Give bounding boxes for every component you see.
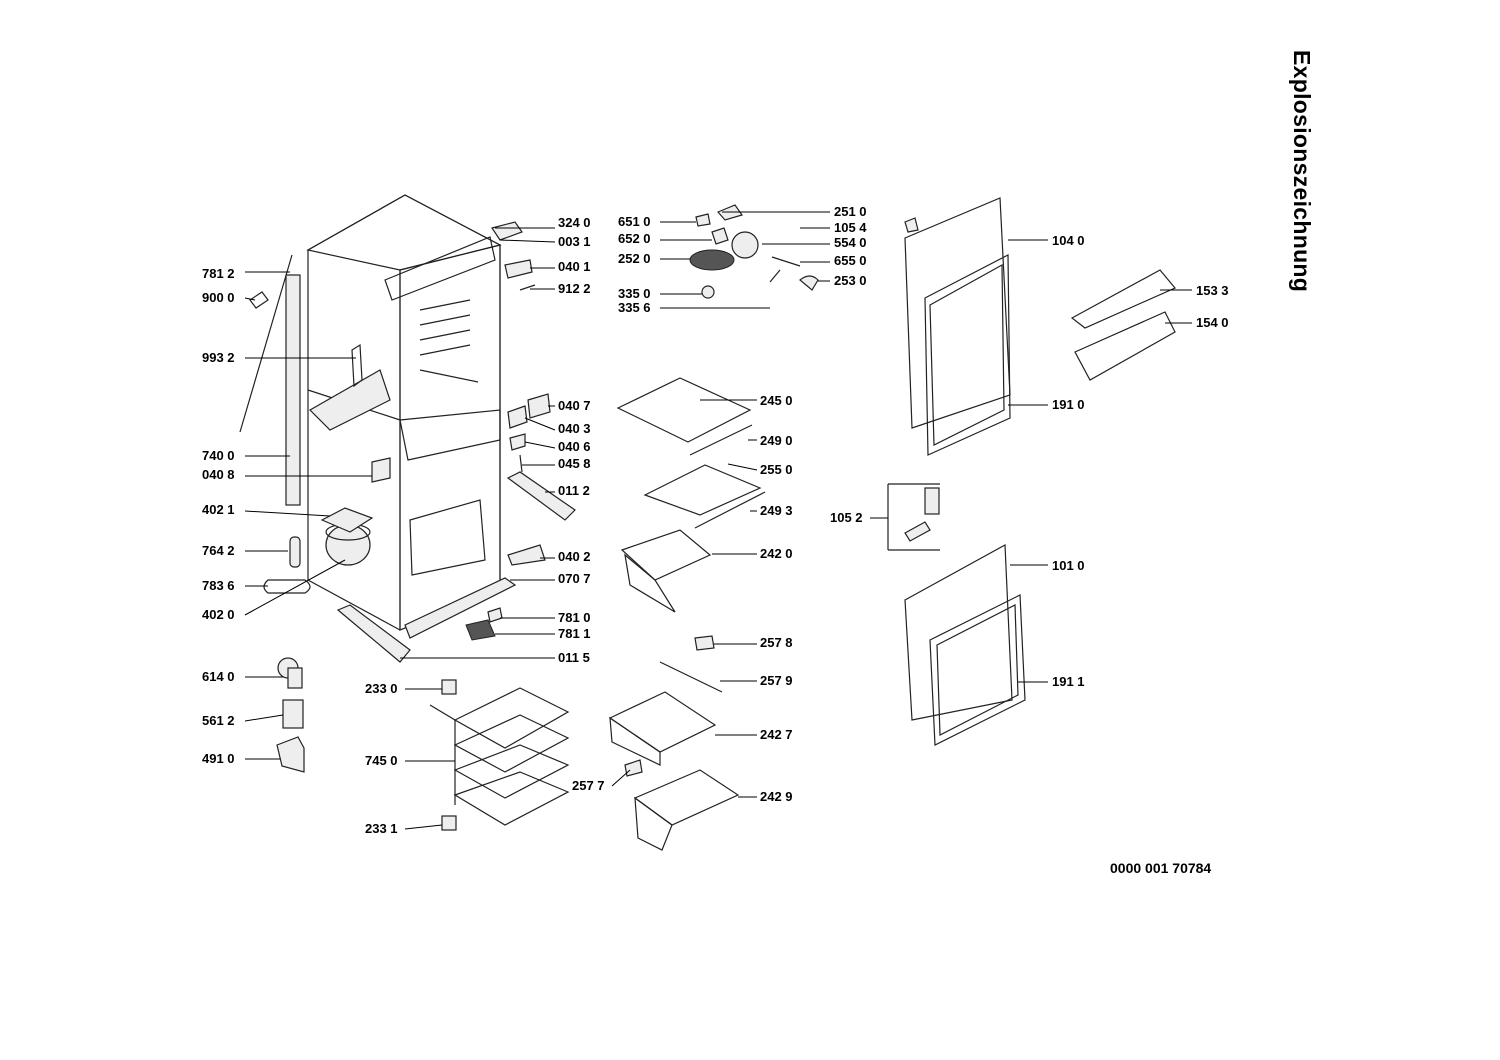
leader-lines (244, 211, 1192, 830)
part-label: 655 0 (834, 253, 867, 268)
part-label: 257 8 (760, 635, 793, 650)
part-label: 740 0 (202, 448, 235, 463)
part-label: 257 7 (572, 778, 605, 793)
part-label: 912 2 (558, 281, 591, 296)
part-label: 040 7 (558, 398, 591, 413)
leader-line (499, 239, 556, 243)
part-label: 783 6 (202, 578, 235, 593)
part-label: 191 1 (1052, 674, 1085, 689)
part-label: 245 0 (760, 393, 793, 408)
part-label: 153 3 (1196, 283, 1229, 298)
part-illustrations (239, 194, 1176, 851)
part-label: 561 2 (202, 713, 235, 728)
part-label: 242 0 (760, 546, 793, 561)
part-label: 900 0 (202, 290, 235, 305)
part-label: 402 1 (202, 502, 235, 517)
part-label: 154 0 (1196, 315, 1229, 330)
leader-line (244, 510, 331, 517)
part-label: 253 0 (834, 273, 867, 288)
part-label: 251 0 (834, 204, 867, 219)
part-label: 614 0 (202, 669, 235, 684)
leader-line (244, 297, 256, 301)
part-label: 040 8 (202, 467, 235, 482)
leader-line (524, 417, 556, 431)
part-label: 040 3 (558, 421, 591, 436)
part-label: 781 2 (202, 266, 235, 281)
part-label: 233 0 (365, 681, 398, 696)
leader-line (611, 769, 631, 787)
part-label: 324 0 (558, 215, 591, 230)
part-label: 652 0 (618, 231, 651, 246)
part-label: 249 0 (760, 433, 793, 448)
part-label: 040 1 (558, 259, 591, 274)
part-label: 491 0 (202, 751, 235, 766)
part-label: 993 2 (202, 350, 235, 365)
leader-line (727, 463, 758, 471)
baskets-drawing (429, 679, 570, 831)
brackets-drawing (336, 221, 576, 663)
part-label: 040 6 (558, 439, 591, 454)
doors-drawing (887, 197, 1176, 746)
shelves-drawing (608, 377, 766, 851)
part-label: 011 2 (558, 483, 590, 498)
part-label: 651 0 (618, 214, 651, 229)
part-label: 101 0 (1052, 558, 1085, 573)
controls-drawing (276, 657, 305, 773)
thermostat-drawing (689, 204, 919, 299)
part-label: 252 0 (618, 251, 651, 266)
part-label: 402 0 (202, 607, 235, 622)
part-label: 781 0 (558, 610, 591, 625)
part-label: 764 2 (202, 543, 235, 558)
document-number: 0000 001 70784 (1110, 860, 1212, 876)
part-label: 249 3 (760, 503, 793, 518)
part-label: 781 1 (558, 626, 591, 641)
part-label: 104 0 (1052, 233, 1085, 248)
part-label: 105 2 (830, 510, 863, 525)
drawing-title: Explosionszeichnung (1289, 50, 1315, 293)
part-label: 255 0 (760, 462, 793, 477)
part-label: 191 0 (1052, 397, 1085, 412)
part-label: 011 5 (558, 650, 590, 665)
leader-line (244, 559, 346, 616)
part-label: 745 0 (365, 753, 398, 768)
part-label: 242 7 (760, 727, 793, 742)
part-label: 242 9 (760, 789, 793, 804)
leader-line (404, 824, 443, 830)
part-label: 233 1 (365, 821, 398, 836)
part-label: 554 0 (834, 235, 867, 250)
part-number-labels: 324 0 003 1 040 1 912 2 781 2 900 0 993 2 740 0… (202, 204, 1229, 836)
part-label: 105 4 (834, 220, 867, 235)
leader-line (244, 714, 284, 722)
part-label: 335 6 (618, 300, 651, 315)
compressor-drawing (320, 457, 391, 566)
part-label: 040 2 (558, 549, 591, 564)
part-label: 045 8 (558, 456, 591, 471)
part-label: 003 1 (558, 234, 591, 249)
side-parts-drawing (239, 254, 363, 594)
part-label: 070 7 (558, 571, 591, 586)
leader-line (524, 441, 556, 449)
part-label: 335 0 (618, 286, 651, 301)
part-label: 257 9 (760, 673, 793, 688)
